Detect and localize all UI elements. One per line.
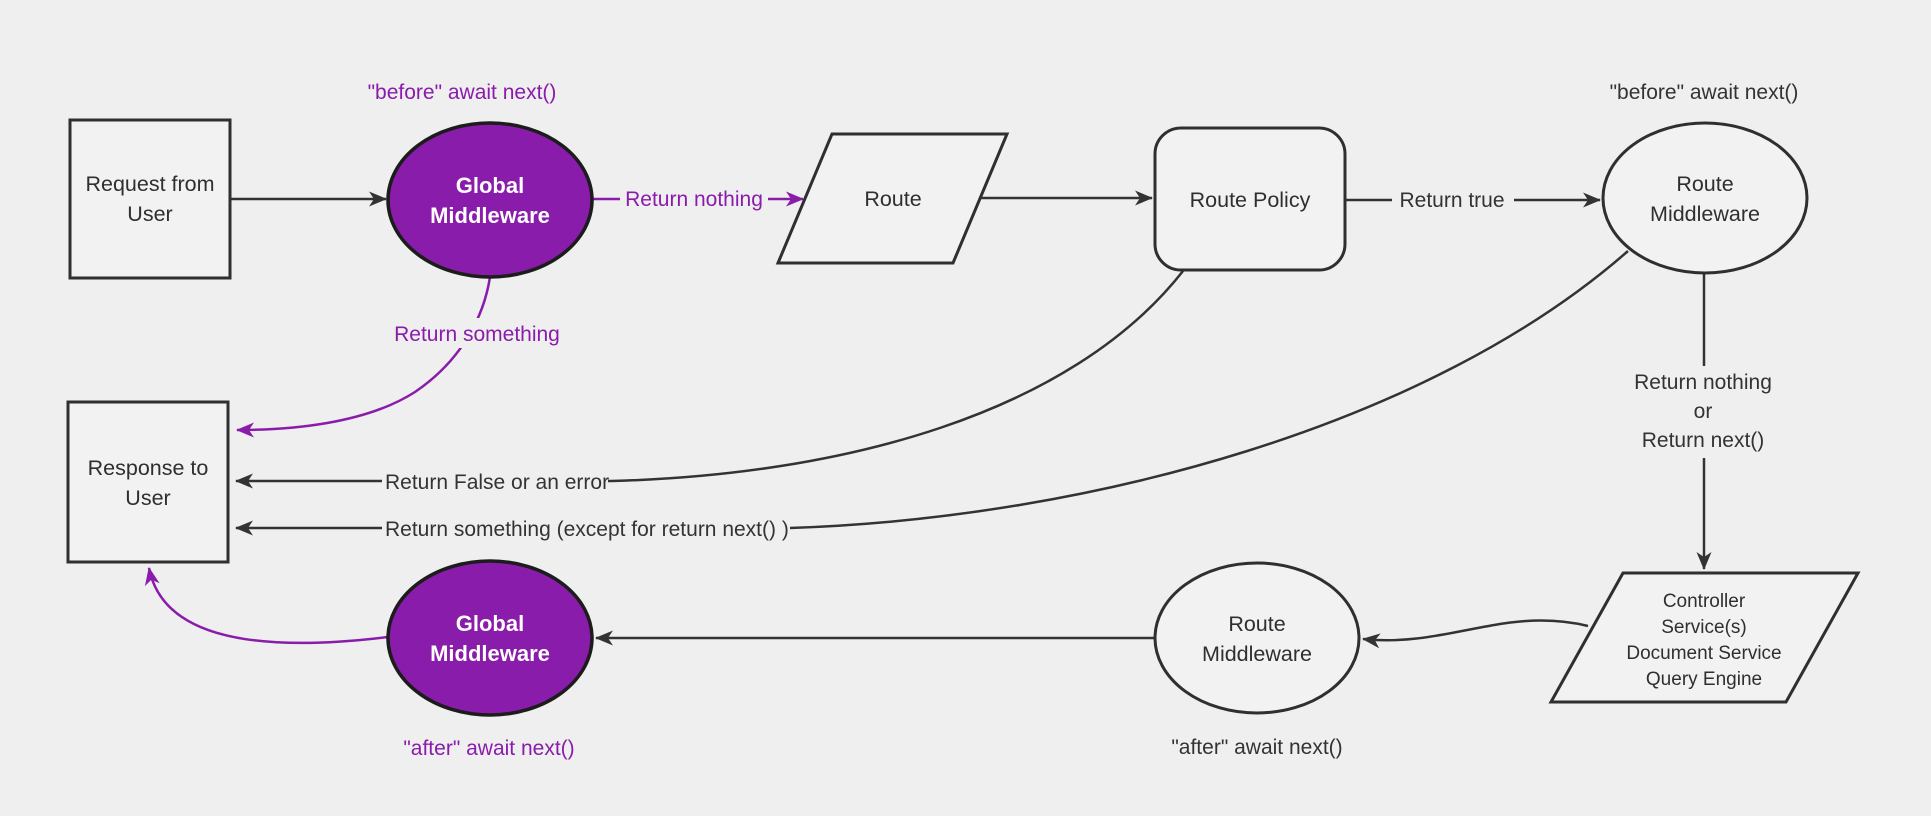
label-bg-return-nothing	[620, 183, 768, 215]
route-policy-label: Route Policy	[1190, 188, 1311, 212]
node-request-from-user: Request from User	[68, 118, 232, 280]
label-bg-return-nothing-or-next	[1619, 366, 1789, 458]
label-return-nothing-or-next-line1: Return nothing	[1634, 371, 1772, 394]
controller-label-line2: Service(s)	[1661, 617, 1747, 638]
global-middleware-after-label-line2: Middleware	[430, 641, 550, 666]
label-return-true: Return true	[1399, 189, 1504, 212]
global-middleware-after-ellipse	[386, 559, 594, 717]
label-before-await-next-route: "before" await next()	[1610, 81, 1799, 104]
node-response-to-user: Response to User	[66, 400, 230, 564]
controller-services-parallelogram	[1548, 571, 1861, 704]
route-middleware-after-label-line1: Route	[1228, 612, 1285, 636]
global-middleware-before-label-line1: Global	[456, 173, 524, 198]
label-return-nothing: Return nothing	[625, 188, 763, 211]
edge-label-backgrounds	[382, 183, 1789, 542]
label-return-false-or-error: Return False or an error	[385, 471, 609, 494]
edge-global-middleware-bottom-to-response	[144, 567, 389, 645]
global-middleware-after-label-line1: Global	[456, 611, 524, 636]
label-bg-return-something-except	[382, 514, 790, 542]
response-to-user-label-line1: Response to	[88, 456, 209, 480]
label-return-something: Return something	[394, 323, 560, 346]
label-bg-return-something	[384, 318, 570, 348]
response-to-user-box	[66, 400, 230, 564]
nodes-layer: Request from User Global Middleware Rout…	[66, 118, 1861, 717]
label-return-nothing-or-next-line2: or	[1694, 400, 1713, 423]
request-from-user-label-line2: User	[127, 202, 172, 226]
request-from-user-box	[68, 118, 232, 280]
label-return-nothing-or-next-line3: Return next()	[1642, 429, 1765, 452]
edge-route-policy-return-false-to-response	[235, 270, 1184, 489]
label-before-await-next-global: "before" await next()	[368, 81, 557, 104]
edge-route-middleware-return-something-to-response	[235, 250, 1629, 536]
controller-label-line3: Document Service	[1626, 643, 1781, 664]
edge-controller-to-route-middleware-bottom	[1362, 619, 1589, 649]
route-middleware-after-label-line2: Middleware	[1202, 642, 1312, 666]
global-middleware-before-ellipse	[386, 121, 594, 279]
label-bg-return-true	[1392, 185, 1514, 215]
label-bg-return-false	[382, 468, 608, 495]
node-global-middleware-before: Global Middleware	[386, 121, 594, 279]
route-label: Route	[864, 187, 921, 211]
node-route: Route	[775, 132, 1010, 265]
edge-labels-layer: "before" await next() Return nothing Ret…	[368, 81, 1799, 760]
route-middleware-before-ellipse	[1601, 121, 1809, 275]
request-from-user-label-line1: Request from	[85, 172, 214, 196]
node-controller-services: Controller Service(s) Document Service Q…	[1548, 571, 1861, 704]
label-after-await-next-route: "after" await next()	[1171, 736, 1342, 759]
edge-global-middleware-return-something-to-response	[236, 276, 492, 438]
label-return-something-except: Return something (except for return next…	[385, 518, 789, 541]
node-route-policy: Route Policy	[1153, 126, 1347, 272]
node-global-middleware-after: Global Middleware	[386, 559, 594, 717]
route-middleware-before-label-line1: Route	[1676, 172, 1733, 196]
route-middleware-before-label-line2: Middleware	[1650, 202, 1760, 226]
response-to-user-label-line2: User	[125, 486, 170, 510]
route-middleware-after-ellipse	[1153, 561, 1361, 715]
route-policy-box	[1153, 126, 1347, 272]
controller-label-line4: Query Engine	[1646, 669, 1762, 690]
global-middleware-before-label-line2: Middleware	[430, 203, 550, 228]
label-after-await-next-global: "after" await next()	[403, 737, 574, 760]
route-parallelogram	[775, 132, 1010, 265]
edges-layer	[144, 190, 1712, 649]
node-route-middleware-before: Route Middleware	[1601, 121, 1809, 275]
controller-label-line1: Controller	[1663, 591, 1746, 612]
node-route-middleware-after: Route Middleware	[1153, 561, 1361, 715]
